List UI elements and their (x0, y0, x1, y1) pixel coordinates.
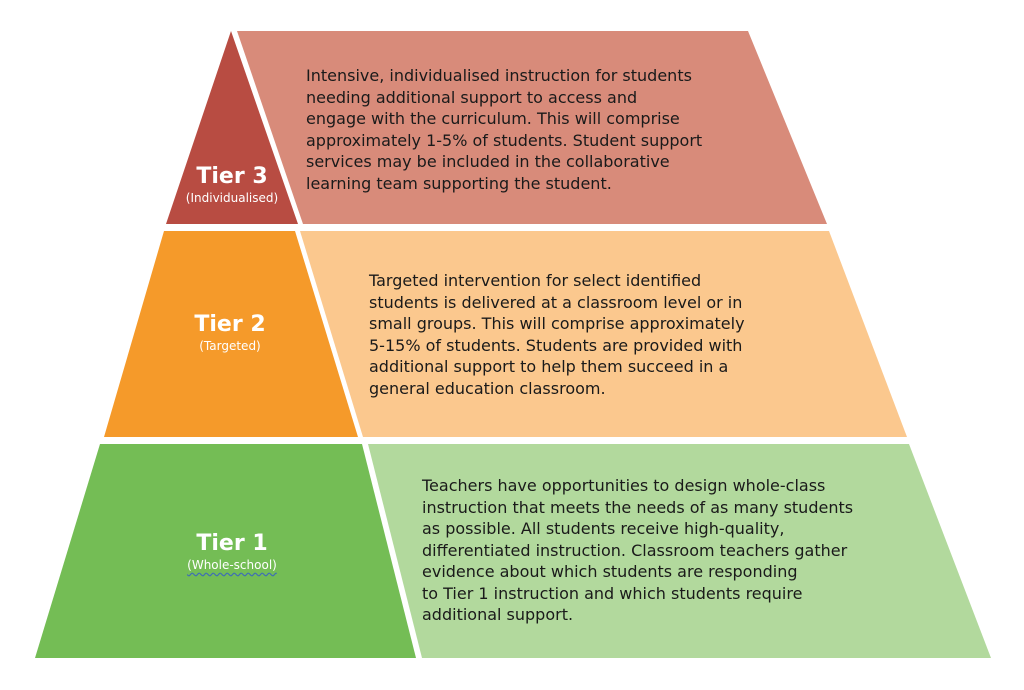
tier-3-description-line: learning team supporting the student. (306, 173, 612, 193)
tier-3-description-line: Intensive, individualised instruction fo… (306, 66, 692, 85)
tier-1-label: Tier 1 (Whole-school) (160, 531, 304, 573)
tier-2-description-line: small groups. This will comprise approxi… (369, 314, 745, 333)
tier-2-description-line: 5-15% of students. Students are provided… (369, 335, 743, 355)
tier-3-label: Tier 3 (Individualised) (166, 164, 298, 206)
tier-1-description-line: as possible. All students receive high-q… (422, 519, 785, 538)
tier-1-description-line: instruction that meets the needs of as m… (422, 497, 854, 517)
tier-2-description-line: additional support to help them succeed … (369, 357, 729, 376)
tier-1-title: Tier 1 (196, 531, 268, 556)
tier-1-description-line: evidence about which students are respon… (422, 562, 798, 581)
tier-2-description-line: general education classroom. (369, 378, 606, 398)
tier-3-description-line: approximately 1-5% of students. Student … (306, 130, 703, 150)
tier-1-description-line: differentiated instruction. Classroom te… (422, 540, 848, 560)
tier-1-description-line: Teachers have opportunities to design wh… (422, 476, 826, 495)
tier-2-description-line: students is delivered at a classroom lev… (369, 292, 743, 312)
tier-2-label-shape (104, 231, 358, 437)
tier-1-description-shape (368, 444, 991, 658)
tier-2-title: Tier 2 (194, 312, 266, 337)
tier-3-title: Tier 3 (196, 164, 268, 189)
tier-1-description-line: to Tier 1 instruction and which students… (422, 583, 803, 603)
tier-3-description: Intensive, individualised instruction fo… (306, 65, 702, 194)
tier-1-description: Teachers have opportunities to design wh… (422, 475, 853, 626)
tier-2-description-shape (300, 231, 907, 437)
tier-2-subtitle: (Targeted) (199, 339, 261, 353)
tier-1-description-line: additional support. (422, 605, 574, 624)
tier-3-description-line: engage with the curriculum. This will co… (306, 109, 680, 128)
tier-1-label-shape (35, 444, 416, 658)
tier-3-description-shape (237, 31, 827, 224)
tier-3-subtitle: (Individualised) (185, 191, 279, 205)
tier-2-description-line: Targeted intervention for select identif… (369, 271, 702, 290)
tier-2-description: Targeted intervention for select identif… (369, 270, 745, 399)
tier-1-subtitle: (Whole-school) (187, 558, 277, 572)
tier-3-description-line: needing additional support to access and (306, 87, 638, 107)
tier-2-label: Tier 2 (Targeted) (160, 312, 300, 354)
tier-3-description-line: services may be included in the collabor… (306, 152, 670, 171)
tier-3-label-shape (166, 31, 298, 224)
